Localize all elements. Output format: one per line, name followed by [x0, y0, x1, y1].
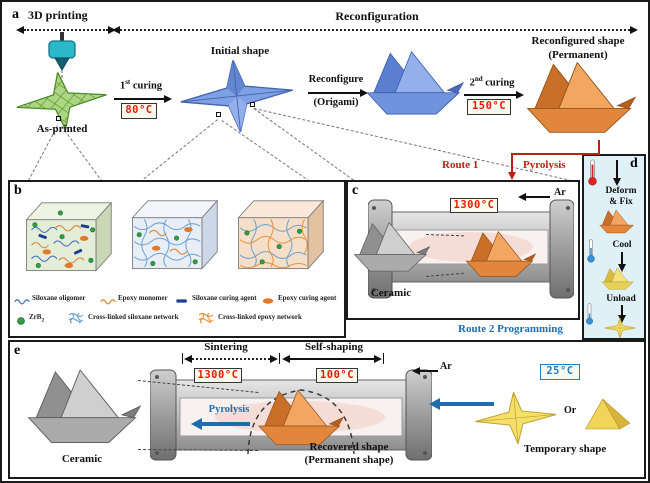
argon-label-e: Ar — [440, 361, 452, 372]
sintering-label: Sintering — [204, 341, 248, 353]
sintering-span-arrow — [184, 355, 278, 363]
crosslinked-siloxane-network-label: Cross-linked siloxane network — [88, 313, 179, 321]
self-shaping-span-arrow — [282, 355, 382, 363]
panel-a-label: a — [12, 7, 19, 22]
thermometer-cool-icon — [585, 238, 597, 268]
reconfigured-orange-bird — [524, 61, 637, 147]
zrb2-label: ZrB2 — [29, 313, 45, 324]
reconfiguration-label: Reconfiguration — [335, 9, 419, 23]
reconfigure-arrow — [308, 89, 368, 97]
route1-label: Route 1 — [442, 159, 479, 171]
recovered-shape-label: Recovered shape — [309, 441, 389, 453]
route1-connector — [598, 140, 600, 154]
unload-down-arrow — [618, 305, 626, 323]
siloxane-oligomer-icon — [14, 293, 30, 311]
printer-icon — [40, 32, 84, 89]
or-label: Or — [564, 405, 577, 416]
zoom-marker — [216, 112, 221, 117]
panel-e-label: e — [14, 343, 21, 358]
crosslinked-epoxy-network-label: Cross-linked epoxy network — [218, 313, 302, 321]
reconfiguration-span-arrow — [112, 26, 638, 34]
cooled-yellow-shape — [596, 267, 640, 297]
fix-label: & Fix — [609, 197, 633, 207]
epoxy-monomer-label: Epoxy monomer — [118, 294, 168, 302]
thermometer-ambient-icon — [584, 302, 595, 330]
cool-down-arrow — [618, 252, 626, 272]
epoxy-monomer-icon — [100, 293, 116, 311]
ceramic-label-e: Ceramic — [61, 453, 103, 465]
epoxy-curing-agent-icon — [260, 293, 276, 311]
siloxane-oligomer-label: Siloxane oligomer — [32, 294, 86, 302]
route2-label: Route 2 Programming — [458, 323, 563, 335]
unloaded-yellow-star — [598, 317, 642, 343]
argon-label-c: Ar — [554, 187, 566, 198]
deformed-orange-shape — [594, 209, 640, 241]
siloxane-curing-agent-label: Siloxane curing agent — [192, 294, 257, 302]
route1-down-arrow — [508, 155, 516, 180]
temporary-shape-label: Temporary shape — [523, 443, 607, 455]
cube-as-printed — [18, 196, 118, 279]
cool-label: Cool — [612, 240, 632, 250]
panel-b-label: b — [14, 183, 22, 198]
ceramic-bird-e — [24, 369, 142, 457]
reconfigured-blue-bird — [364, 50, 465, 129]
unload-label: Unload — [606, 294, 636, 304]
temporary-yellow-pyramid — [580, 390, 634, 443]
ceramic-label-c: Ceramic — [370, 287, 412, 299]
span-tick — [383, 353, 384, 364]
initial-shape-star — [164, 53, 309, 144]
cube-second-cured — [230, 194, 330, 277]
crosslinked-epoxy-network-icon — [198, 311, 214, 329]
temp-display-100-e: 100°C — [316, 368, 358, 383]
orange-bird-in-furnace-c — [464, 230, 537, 289]
thermometer-hot-icon — [586, 158, 599, 191]
printing-label: 3D printing — [28, 8, 88, 22]
reconfigure-label: Reconfigure — [308, 74, 364, 85]
route1-pyrolysis-label: Pyrolysis — [523, 159, 566, 171]
zoom-marker — [250, 102, 255, 107]
origami-label: (Origami) — [313, 97, 359, 108]
permanent-label: (Permanent) — [548, 49, 608, 61]
argon-arrow-c — [518, 193, 550, 201]
temp-display-1300-c: 1300°C — [450, 198, 498, 213]
panel-d-label: d — [630, 156, 638, 171]
epoxy-curing-agent-label: Epoxy curing agent — [278, 294, 337, 302]
span-tick — [279, 353, 280, 364]
temp-display-25: 25°C — [540, 364, 580, 380]
route1-connector — [511, 153, 600, 155]
temp-display-150: 150°C — [467, 99, 511, 115]
initial-shape-label: Initial shape — [210, 45, 270, 57]
span-tick — [182, 353, 183, 364]
zrb2-icon — [16, 313, 26, 331]
first-curing-label: 1st curing — [119, 78, 163, 92]
curing1-arrow — [114, 95, 172, 103]
temporary-yellow-star — [468, 388, 565, 453]
self-shaping-label: Self-shaping — [304, 341, 364, 353]
recovered-shape-dashed-dome — [242, 378, 360, 465]
deform-down-arrow — [613, 160, 621, 186]
curing2-arrow — [464, 91, 524, 99]
permanent-shape-label: (Permanent shape) — [304, 454, 394, 466]
recovered-orange-bird — [256, 389, 345, 457]
as-printed-star — [6, 65, 118, 142]
temp-display-1300-e: 1300°C — [194, 368, 242, 383]
pyrolysis-arrow — [191, 418, 250, 430]
zoom-marker — [56, 116, 61, 121]
deform-label: Deform — [605, 186, 637, 196]
pyrolysis-label-e: Pyrolysis — [208, 404, 250, 415]
program-arrow — [429, 398, 494, 410]
as-printed-label: As-printed — [36, 123, 88, 135]
argon-arrow-e — [412, 367, 438, 375]
cube-first-cured — [124, 194, 224, 277]
reconfigured-shape-label: Reconfigured shape — [531, 35, 625, 47]
crosslinked-siloxane-network-icon — [68, 311, 84, 329]
siloxane-curing-agent-icon — [174, 293, 190, 311]
ceramic-bird-c — [352, 220, 431, 285]
second-curing-label: 2nd curing — [469, 75, 515, 89]
temp-display-80: 80°C — [121, 103, 157, 119]
panel-c-label: c — [352, 183, 359, 198]
printing-span-arrow — [16, 26, 116, 34]
